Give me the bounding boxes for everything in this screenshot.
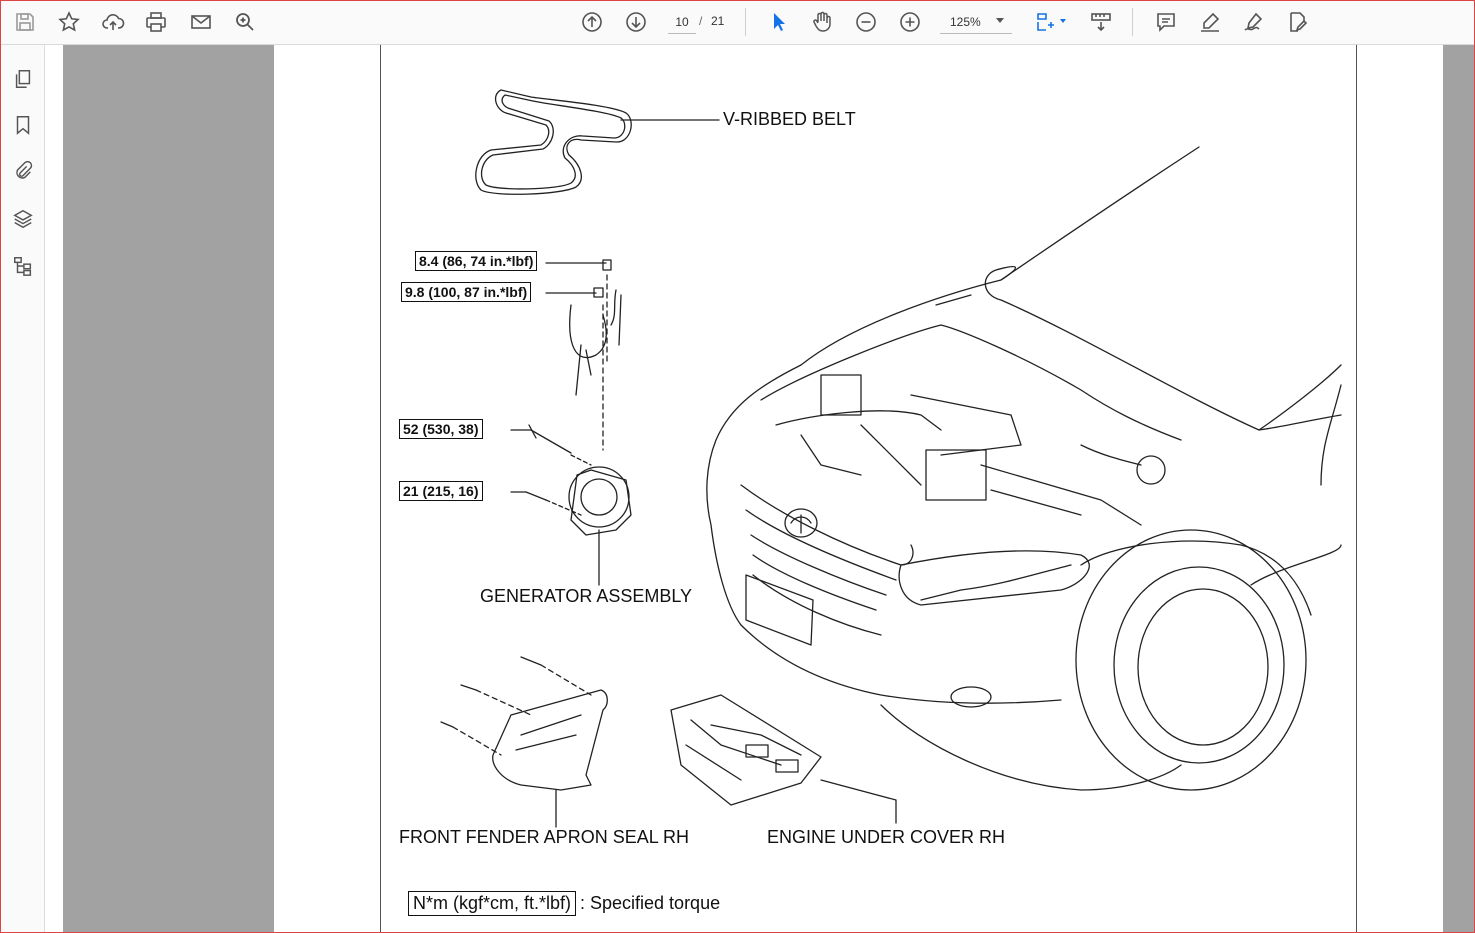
toolbar: 10 / 21 125% [0, 0, 1475, 45]
save-icon[interactable] [9, 6, 41, 38]
engine-under-cover-drawing [670, 694, 897, 824]
viewer-background [63, 45, 274, 933]
comment-icon[interactable] [1150, 6, 1182, 38]
page-number-input[interactable]: 10 [668, 10, 696, 34]
highlight-icon[interactable] [1194, 6, 1226, 38]
v-ribbed-belt-drawing [475, 89, 720, 195]
label-front-fender-apron-seal: FRONT FENDER APRON SEAL RH [399, 827, 690, 847]
hand-tool-icon[interactable] [806, 6, 838, 38]
page-separator: / [699, 14, 703, 28]
upload-icon[interactable] [97, 6, 129, 38]
torque-legend-text: : Specified torque [580, 893, 721, 913]
chevron-down-icon[interactable] [996, 18, 1004, 23]
toolbar-divider [1132, 8, 1133, 36]
search-icon[interactable] [229, 6, 261, 38]
label-v-ribbed-belt: V-RIBBED BELT [723, 109, 856, 129]
label-engine-under-cover: ENGINE UNDER COVER RH [767, 827, 1006, 847]
page-total: 21 [711, 14, 725, 28]
edit-icon[interactable] [1282, 6, 1314, 38]
layers-icon[interactable] [7, 203, 39, 235]
document-viewer[interactable]: V-RIBBED BELT GENERATOR ASSEMBLY FRONT F… [45, 45, 1475, 933]
sign-icon[interactable] [1238, 6, 1270, 38]
left-navigation-rail [0, 45, 45, 933]
toolbar-divider [745, 8, 746, 36]
vertical-scrollbar[interactable] [1443, 45, 1475, 933]
label-generator-assembly: GENERATOR ASSEMBLY [480, 586, 693, 606]
torque-spec-box: 8.4 (86, 74 in.*lbf) [415, 251, 538, 271]
torque-spec-box: 21 (215, 16) [399, 481, 483, 501]
attachment-icon[interactable] [7, 155, 39, 187]
star-icon[interactable] [53, 6, 85, 38]
structure-icon[interactable] [7, 250, 39, 282]
torque-spec-box: 52 (530, 38) [399, 419, 483, 439]
select-cursor-icon[interactable] [762, 6, 794, 38]
pdf-page: V-RIBBED BELT GENERATOR ASSEMBLY FRONT F… [380, 45, 1357, 933]
fender-apron-seal-drawing [440, 656, 608, 828]
prev-page-icon[interactable] [576, 6, 608, 38]
fit-page-icon[interactable] [1030, 6, 1062, 38]
pages-icon[interactable] [7, 63, 39, 95]
generator-drawing [510, 259, 632, 586]
email-icon[interactable] [185, 6, 217, 38]
zoom-out-icon[interactable] [850, 6, 882, 38]
bookmark-icon[interactable] [7, 109, 39, 141]
next-page-icon[interactable] [620, 6, 652, 38]
zoom-in-icon[interactable] [894, 6, 926, 38]
torque-spec-box: 9.8 (100, 87 in.*lbf) [401, 282, 532, 302]
torque-unit-legend: N*m (kgf*cm, ft.*lbf) [408, 891, 577, 916]
zoom-select[interactable]: 125% [940, 10, 1012, 34]
chevron-down-icon[interactable] [1060, 19, 1066, 23]
parts-diagram [440, 89, 1342, 828]
car-body-drawing [706, 146, 1342, 791]
read-mode-icon[interactable] [1085, 6, 1117, 38]
print-icon[interactable] [140, 6, 172, 38]
